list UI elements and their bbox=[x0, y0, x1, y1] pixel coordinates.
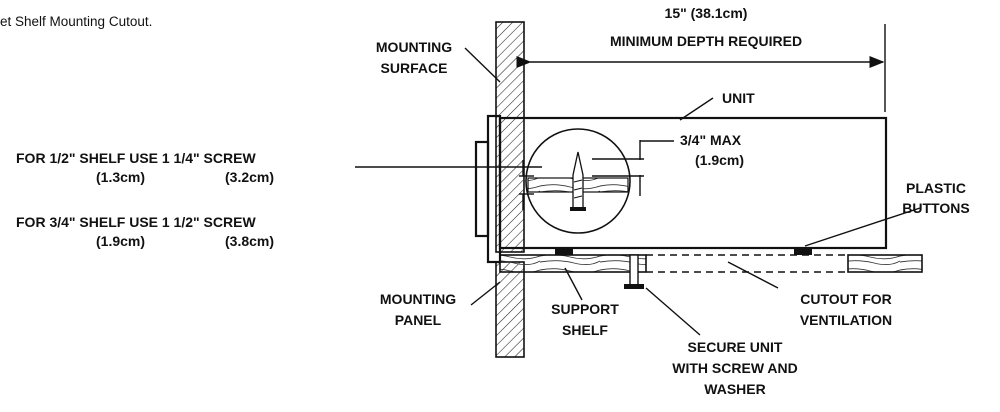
plastic-button-right bbox=[794, 248, 812, 255]
unit-label: UNIT bbox=[722, 90, 755, 106]
screw-note-half-mm1: (1.3cm) bbox=[96, 169, 145, 185]
screw-note-half-line1: FOR 1/2" SHELF USE 1 1/4" SCREW bbox=[16, 150, 256, 166]
unit-front-handle bbox=[474, 140, 490, 238]
mounting-surface-leader bbox=[464, 47, 501, 83]
cutout-label-2: VENTILATION bbox=[800, 312, 892, 328]
mounting-surface-label-2: SURFACE bbox=[381, 60, 448, 76]
securing-screw bbox=[629, 254, 639, 286]
secure-screw-leader bbox=[645, 287, 701, 336]
mounting-surface-label-1: MOUNTING bbox=[376, 39, 452, 55]
depth-label-line2: MINIMUM DEPTH REQUIRED bbox=[610, 33, 802, 49]
secure-unit-label-1: SECURE UNIT bbox=[688, 339, 783, 355]
mounting-panel-leader bbox=[470, 281, 501, 306]
screw-note-threeq-line1: FOR 3/4" SHELF USE 1 1/2" SCREW bbox=[16, 214, 256, 230]
secure-unit-label-3: WASHER bbox=[704, 381, 765, 397]
support-shelf-label-1: SUPPORT bbox=[551, 301, 619, 317]
mounting-panel-label-1: MOUNTING bbox=[380, 291, 456, 307]
max-label-2: (1.9cm) bbox=[695, 152, 744, 168]
securing-washer bbox=[624, 284, 644, 289]
screw-note-half-mm2: (3.2cm) bbox=[225, 169, 274, 185]
unit-leader bbox=[679, 97, 714, 121]
max-label-1: 3/4" MAX bbox=[680, 132, 742, 148]
support-shelf-leader bbox=[564, 267, 583, 301]
mounting-panel-label-2: PANEL bbox=[395, 312, 442, 328]
plastic-buttons-label-1: PLASTIC bbox=[906, 180, 966, 196]
plastic-buttons-label-2: BUTTONS bbox=[902, 200, 969, 216]
cutout-leader bbox=[727, 261, 779, 289]
plastic-button-left bbox=[555, 248, 573, 255]
screw-note-threeq-mm2: (3.8cm) bbox=[225, 233, 274, 249]
support-shelf-label-2: SHELF bbox=[562, 322, 608, 338]
plastic-buttons-leader bbox=[804, 207, 921, 247]
figure-caption: et Shelf Mounting Cutout. bbox=[0, 14, 152, 29]
cutout-label-1: CUTOUT FOR bbox=[800, 291, 892, 307]
mounting-panel-wall bbox=[495, 261, 525, 358]
support-shelf bbox=[499, 254, 647, 273]
depth-label-line1: 15" (38.1cm) bbox=[665, 5, 748, 21]
screw-note-threeq-mm1: (1.9cm) bbox=[96, 233, 145, 249]
secure-unit-label-2: WITH SCREW AND bbox=[672, 360, 797, 376]
shelf-far-section bbox=[847, 254, 923, 273]
